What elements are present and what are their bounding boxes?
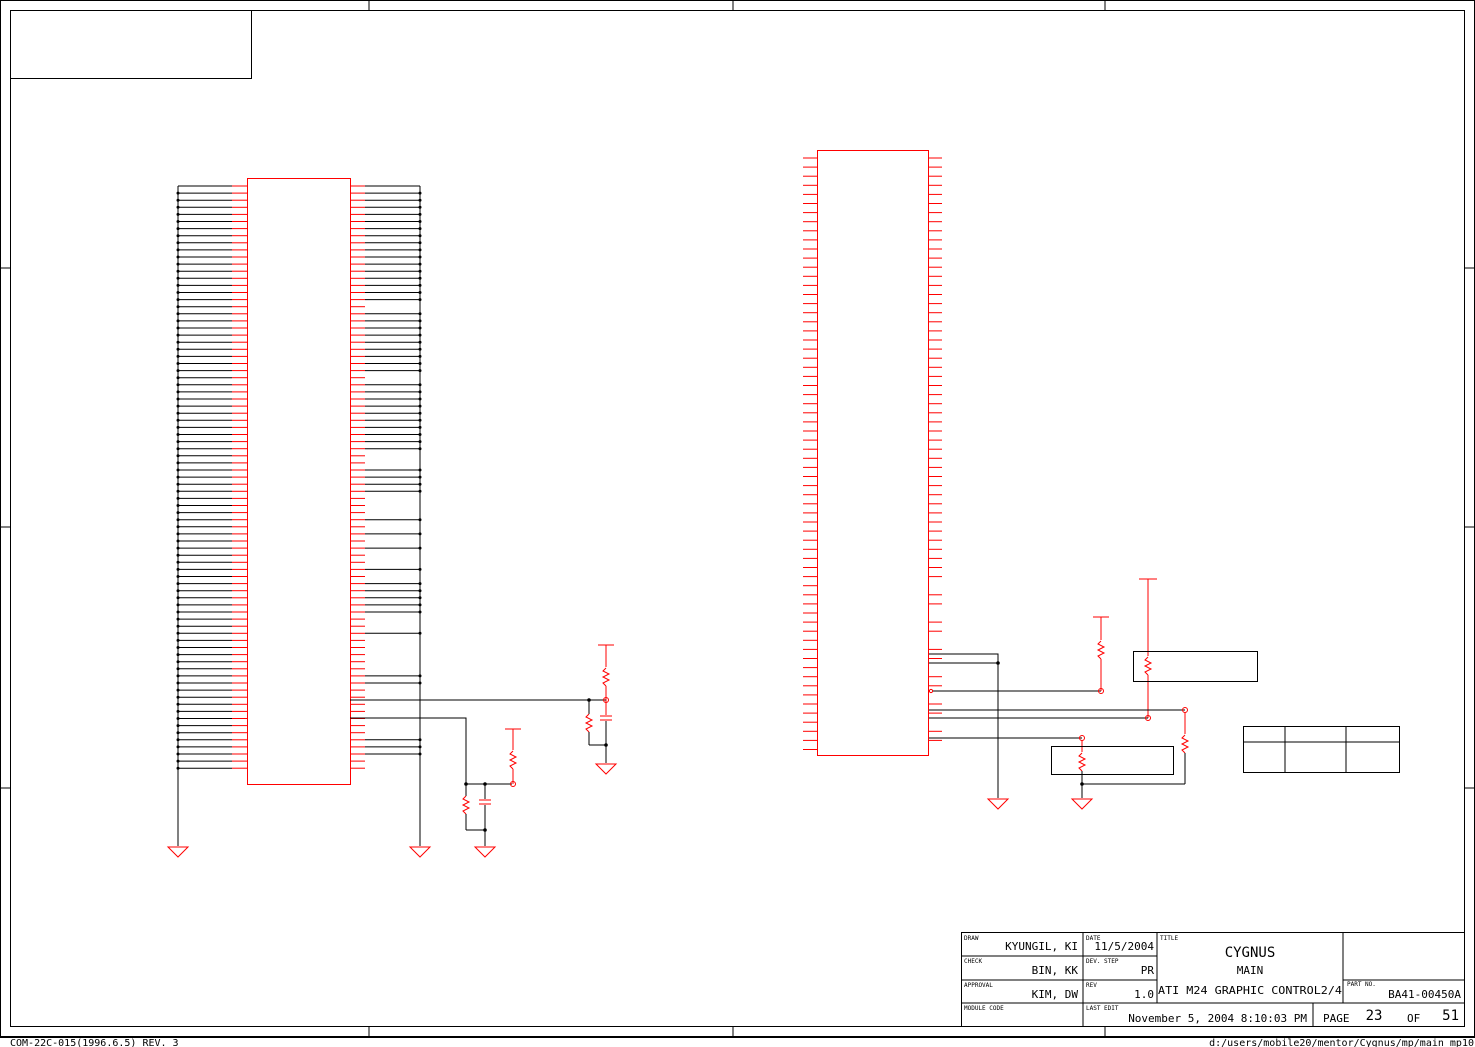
right-nets [928, 578, 1190, 810]
part-no-value: BA41-00450A [1388, 988, 1461, 1001]
last-edit-value: November 5, 2004 8:10:03 PM [1128, 1012, 1307, 1025]
page-value: 23 [1366, 1008, 1383, 1024]
annotation-boxes [1051, 651, 1400, 775]
rc-network-2 [350, 644, 618, 775]
title-line-1: CYGNUS [1225, 945, 1276, 961]
part-no-label: PART NO. [1347, 981, 1376, 988]
title-line-2: MAIN [1237, 964, 1264, 977]
of-label: OF [1407, 1012, 1420, 1025]
last-edit-label: LAST EDIT [1086, 1005, 1119, 1012]
dev-step-value: PR [1141, 964, 1155, 977]
left-ic-body [247, 178, 351, 785]
right-ic-pins [803, 157, 942, 750]
approval-value: KIM, DW [1032, 988, 1079, 1001]
check-value: BIN, KK [1032, 964, 1079, 977]
ground-symbol [408, 846, 432, 858]
note-box [10, 10, 252, 79]
draw-label: DRAW [964, 935, 979, 942]
page-label: PAGE [1323, 1012, 1350, 1025]
approval-label: APPROVAL [964, 982, 993, 989]
date-value: 11/5/2004 [1094, 940, 1154, 953]
rev-value: 1.0 [1134, 988, 1154, 1001]
draw-value: KYUNGIL, KI [1005, 940, 1078, 953]
ground-symbol [166, 846, 190, 858]
left-ground-nets [177, 186, 421, 846]
left-connector-wires [178, 185, 420, 769]
left-ic-pins [232, 185, 365, 769]
dev-step-label: DEV. STEP [1086, 958, 1119, 965]
file-path: d:/users/mobile20/mentor/Cygnus/mp/main_… [1209, 1038, 1474, 1047]
of-value: 51 [1442, 1008, 1459, 1024]
title-line-3: ATI M24 GRAPHIC CONTROL2/4 [1158, 984, 1342, 997]
date-label: DATE [1086, 935, 1101, 942]
rev-label: REV [1086, 982, 1097, 989]
module-code-label: MODULE CODE [964, 1005, 1004, 1012]
title-label: TITLE [1160, 935, 1178, 942]
right-ic-body [817, 150, 929, 756]
check-label: CHECK [964, 958, 982, 965]
form-code: COM-22C-015(1996.6.5) REV. 3 [10, 1038, 179, 1047]
title-block [961, 932, 1465, 1027]
rc-network-1 [350, 717, 521, 858]
